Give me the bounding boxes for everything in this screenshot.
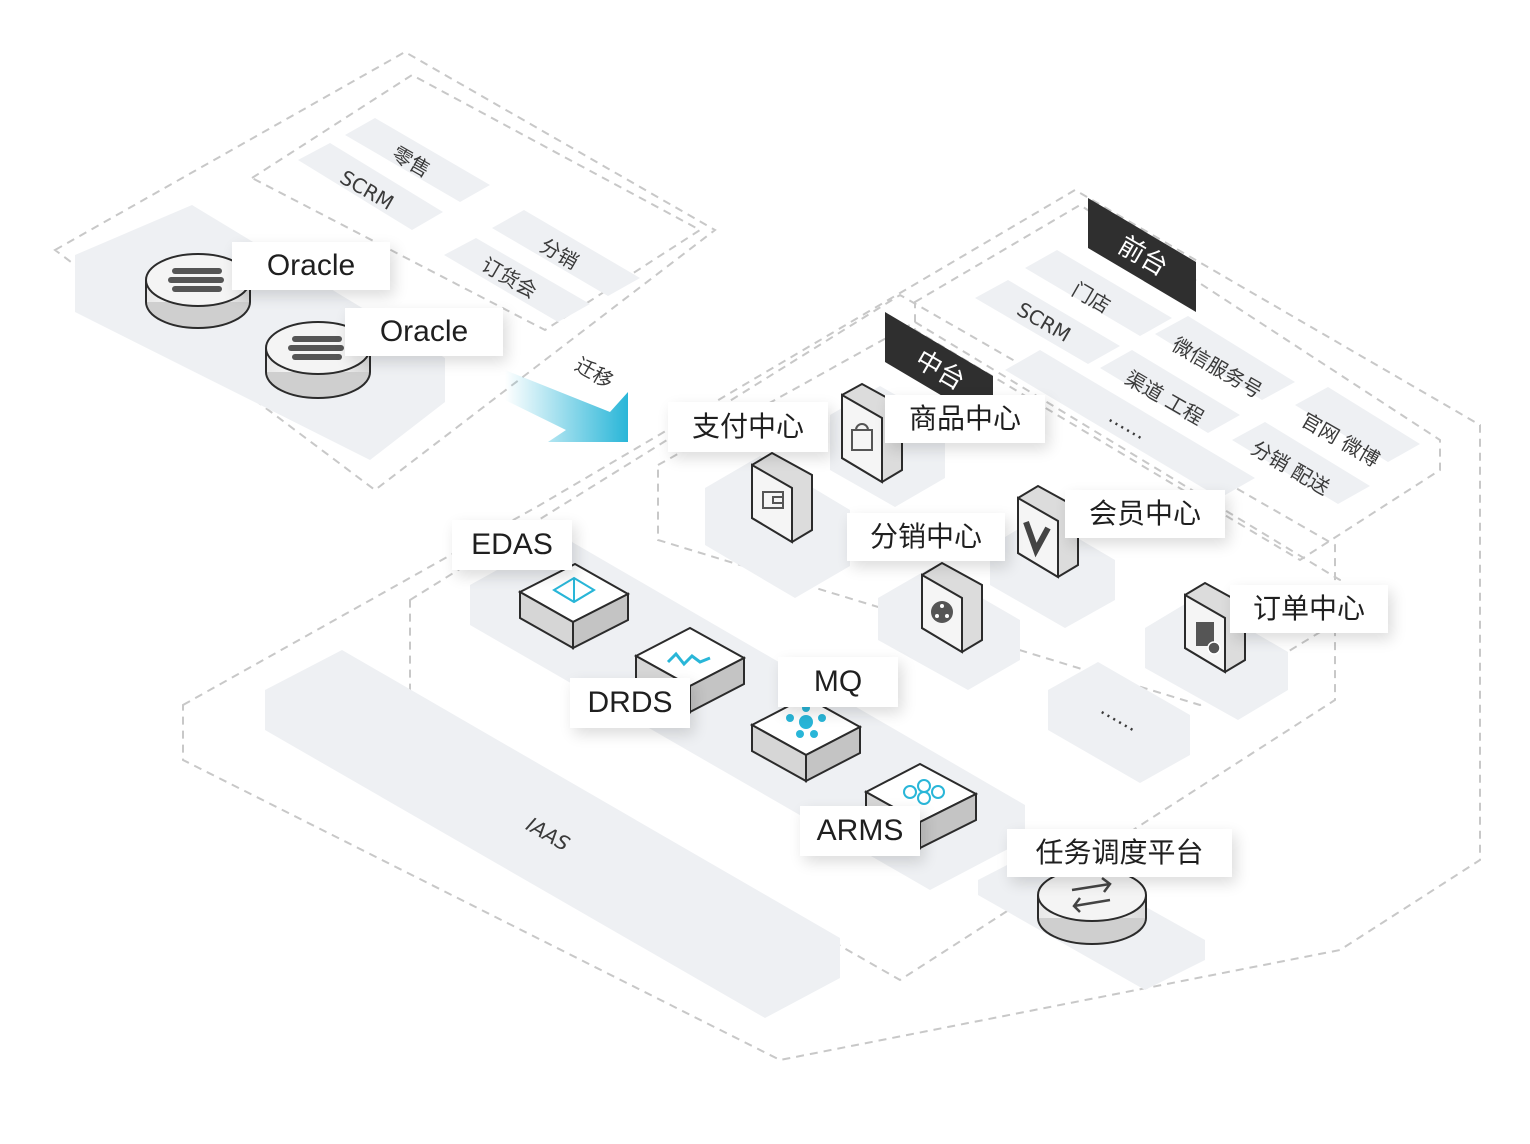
- distribution-center-label: 分销中心: [847, 513, 1005, 561]
- mq-box: [749, 695, 863, 783]
- front-app-strips: [975, 250, 1420, 504]
- legacy-db-2: [265, 321, 371, 399]
- database-icon: [168, 268, 224, 292]
- product-center-label: 商品中心: [885, 395, 1045, 443]
- share-node-icon: [931, 601, 953, 623]
- distribution-center-box: [921, 561, 983, 654]
- member-center-label: 会员中心: [1065, 490, 1225, 538]
- migration-arrow: [505, 370, 628, 442]
- database-icon: [288, 336, 344, 360]
- drds-box: [633, 626, 747, 714]
- legacy-db-1: [145, 253, 251, 329]
- legacy-oracle-label-1: Oracle: [232, 242, 390, 290]
- legacy-app-strips: [298, 118, 640, 322]
- iaas-layer: [265, 650, 840, 1018]
- wave-icon: [666, 651, 711, 667]
- legacy-system-outline: [53, 50, 717, 492]
- payment-center-box: [751, 451, 813, 544]
- member-center-box: [1017, 484, 1079, 579]
- mq-label: MQ: [778, 657, 898, 707]
- hub-icon: [786, 704, 826, 738]
- scheduler-label: 任务调度平台: [1007, 829, 1232, 877]
- payment-center-label: 支付中心: [668, 402, 828, 452]
- edas-box: [517, 562, 631, 650]
- arms-label: ARMS: [800, 806, 920, 856]
- wallet-icon: [762, 491, 784, 509]
- legacy-oracle-label-2: Oracle: [345, 308, 503, 356]
- hexagon-cluster-icon: [903, 779, 945, 805]
- cube-icon: [552, 576, 596, 604]
- drds-label: DRDS: [570, 678, 690, 728]
- scheduler-db: [1037, 868, 1147, 945]
- edas-label: EDAS: [452, 520, 572, 570]
- shopping-bag-icon: [851, 423, 873, 451]
- v-badge-icon: [1023, 520, 1051, 558]
- sync-arrows-icon: [1071, 877, 1112, 913]
- clipboard-check-icon: [1196, 622, 1221, 655]
- order-center-label: 订单中心: [1230, 585, 1388, 633]
- front-tag-bg: [1088, 198, 1196, 312]
